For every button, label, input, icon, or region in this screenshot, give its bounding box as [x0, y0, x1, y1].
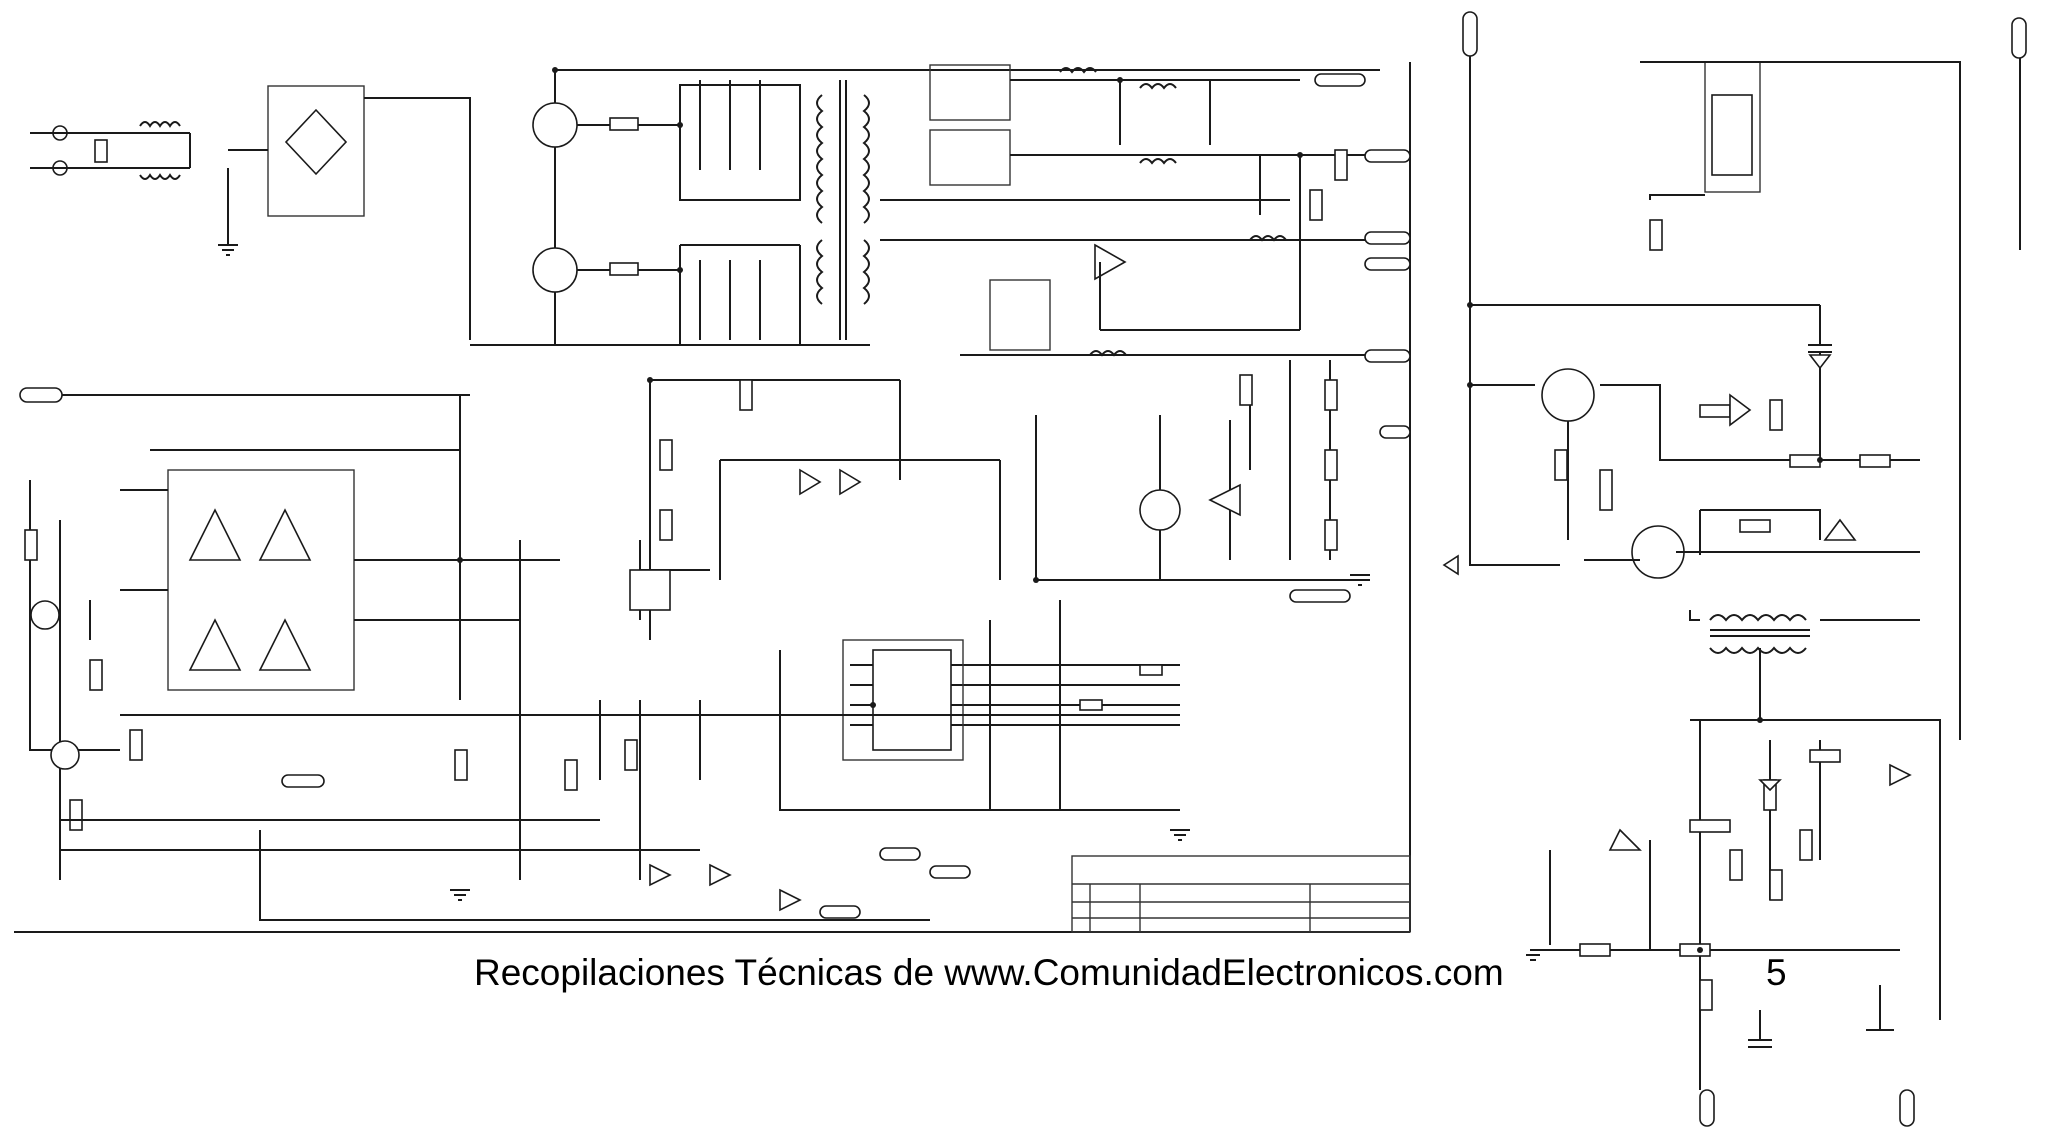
output-connectors [1289, 73, 1411, 603]
junction-dots [457, 67, 1303, 708]
title-block [1071, 855, 1411, 933]
half-bridge-switches [470, 69, 1380, 346]
main-transformer [816, 80, 870, 340]
lower-control-bus [60, 540, 1180, 921]
footer-credit: Recopilaciones Técnicas de www.Comunidad… [474, 952, 1504, 993]
page-number: 5 [1766, 952, 1787, 993]
ground-symbols [218, 244, 1370, 901]
main-board-schematic [14, 62, 1411, 933]
pwm-controller-ic [779, 600, 1180, 811]
drive-circuit [629, 379, 1001, 640]
ac-input-filter [30, 121, 229, 245]
standby-transformer [1689, 610, 1920, 720]
secondary-rectifiers [880, 64, 1370, 357]
standby-inverter-schematic [1442, 11, 2027, 1127]
bridge-rectifier [228, 85, 471, 340]
voltage-feedback [1035, 360, 1370, 581]
comparator-section [19, 387, 560, 880]
